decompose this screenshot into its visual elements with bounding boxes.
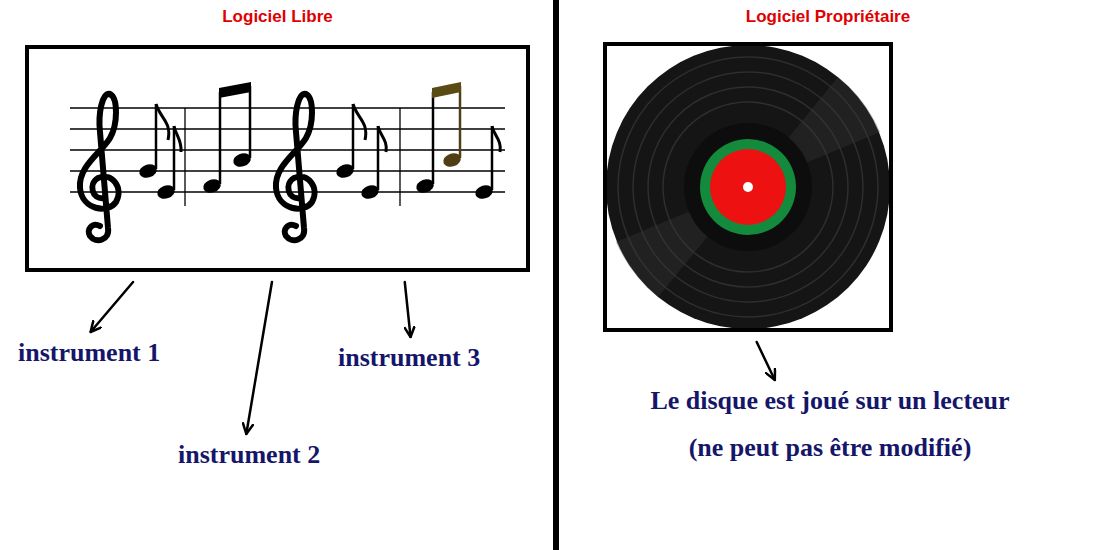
beamed-notes [201, 82, 252, 195]
record-label-ring [700, 139, 796, 235]
note-beam [432, 82, 461, 98]
eighth-note [473, 126, 500, 201]
note-stem [432, 92, 435, 184]
note-stem [173, 126, 176, 190]
music-score [70, 82, 505, 240]
eighth-note [334, 104, 365, 180]
arrow-connector [405, 282, 411, 337]
eighth-note [137, 104, 168, 180]
note-stem [352, 104, 355, 169]
staff-line [70, 149, 505, 150]
record-box: Logiciel Propriétaire [603, 6, 1053, 332]
record-hole [743, 182, 753, 192]
arrow-connector [757, 342, 775, 380]
instrument-label: instrument 3 [338, 343, 480, 373]
label-text: instrument 1 [18, 338, 160, 368]
bar-line [184, 108, 185, 206]
note-flag [378, 126, 386, 152]
note-stem [249, 86, 252, 158]
staff-line [70, 107, 505, 108]
instrument-label: instrument 1 [18, 338, 160, 368]
divider-line [553, 0, 559, 550]
note-flag [492, 126, 500, 152]
label-text: Le disque est joué sur un lecteur [590, 386, 1070, 416]
arrow-connector [246, 282, 272, 434]
note-stem [377, 126, 380, 190]
vinyl-record [606, 45, 890, 329]
picture-frame [25, 45, 530, 272]
note-flag [353, 104, 366, 140]
record-disc [606, 45, 890, 329]
picture-frame [603, 42, 893, 332]
eighth-note [155, 126, 181, 201]
staff-line [70, 170, 505, 171]
label-text: instrument 2 [178, 440, 320, 470]
score-box: Logiciel Libre [25, 6, 530, 272]
instrument-label: instrument 2 [178, 440, 320, 470]
section-heading: Logiciel Propriétaire [603, 6, 1053, 28]
note-stem [155, 104, 158, 169]
section-heading: Logiciel Libre [25, 6, 530, 28]
record-center [684, 123, 812, 251]
bar-line [399, 108, 400, 206]
staff-line [70, 128, 505, 129]
eighth-note [359, 126, 386, 201]
note-stem [459, 86, 462, 158]
note-flag [174, 126, 181, 152]
caption-box: Le disque est joué sur un lecteur (ne peu… [590, 386, 1070, 463]
note-beam [219, 82, 251, 98]
label-text: instrument 3 [338, 343, 480, 373]
treble-clef [276, 94, 315, 240]
note-flag [156, 104, 169, 140]
note-stem [491, 126, 494, 190]
note-stem [219, 92, 222, 184]
treble-clef [80, 94, 119, 240]
arrow-connector [91, 282, 134, 332]
beamed-notes [414, 82, 462, 195]
label-text: (ne peut pas être modifié) [590, 433, 1070, 463]
record-label [710, 149, 786, 225]
